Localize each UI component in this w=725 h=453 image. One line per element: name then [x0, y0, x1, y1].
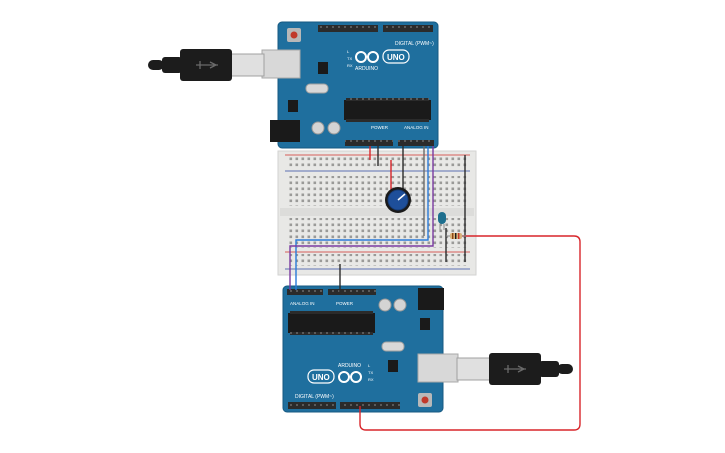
potentiometer[interactable] [385, 187, 411, 213]
wire-blue[interactable] [295, 146, 429, 290]
upper-terminal-holes[interactable] [288, 176, 468, 206]
usb-strain-relief [539, 361, 559, 377]
usb-port [417, 353, 459, 383]
potentiometer-indicator [397, 193, 406, 201]
digital-header[interactable] [318, 25, 378, 32]
capacitor-2 [393, 298, 407, 312]
usb-cord [557, 364, 573, 374]
capacitor-1 [378, 298, 392, 312]
usb-cable-icon [504, 365, 526, 373]
led[interactable] [438, 212, 446, 232]
top-arduino-board[interactable]: DIGITAL (PWM~) UNO ARDUINO TX RX L POWER… [261, 21, 439, 149]
chip-pins-top [290, 311, 373, 314]
bottom-arduino-board[interactable]: ANALOG IN POWER UNO ARDUINO TX RX L DIGI… [282, 285, 459, 413]
capacitor-2 [327, 121, 341, 135]
usb-port [261, 49, 301, 79]
resistor-band-2 [455, 233, 457, 239]
rx-label: RX [347, 63, 353, 68]
usb-cord [148, 60, 164, 70]
rx-label: RX [368, 377, 374, 382]
power-header[interactable] [328, 289, 376, 295]
uno-logo-text: UNO [387, 53, 405, 62]
tx-label: TX [347, 56, 352, 61]
digital-label: DIGITAL (PWM~) [295, 394, 334, 400]
digital-header[interactable] [288, 402, 336, 409]
digital-header-2[interactable] [340, 402, 400, 409]
regulator [420, 318, 430, 330]
arduino-logo [338, 371, 362, 383]
wire-purple[interactable] [289, 146, 434, 290]
usb-cable-top[interactable] [148, 49, 265, 81]
power-label: POWER [371, 125, 389, 130]
digital-header-2[interactable] [383, 25, 433, 32]
analog-header[interactable] [287, 289, 323, 295]
reset-button-cap[interactable] [421, 396, 429, 404]
analog-header[interactable] [398, 140, 434, 146]
atmega-chip [288, 313, 375, 333]
tx-label: TX [368, 370, 373, 375]
small-chip [318, 62, 328, 74]
analog-label: ANALOG IN [404, 125, 429, 130]
chip-pins-bottom [290, 332, 373, 335]
usb-plug-metal [229, 53, 265, 77]
crystal [381, 341, 405, 352]
bottom-rail-holes-1[interactable] [288, 254, 468, 260]
digital-label: DIGITAL (PWM~) [395, 41, 434, 47]
arduino-brand: ARDUINO [338, 363, 361, 369]
reset-button-cap[interactable] [290, 31, 298, 39]
arduino-logo [355, 51, 379, 63]
power-header[interactable] [345, 140, 393, 146]
resistor[interactable] [446, 233, 466, 239]
power-label: POWER [336, 301, 354, 306]
small-chip [388, 360, 398, 372]
analog-label: ANALOG IN [290, 301, 315, 306]
bottom-rail-holes-2[interactable] [288, 260, 468, 266]
led-icon [438, 212, 446, 224]
resistor-band-1 [452, 233, 454, 239]
power-jack [270, 120, 300, 142]
l-label: L [368, 363, 371, 368]
usb-strain-relief [162, 57, 182, 73]
uno-badge [307, 369, 335, 384]
chip-pins-top [346, 98, 429, 101]
center-channel [280, 208, 474, 216]
atmega-chip [344, 100, 431, 120]
usb-cable-bottom[interactable] [456, 353, 573, 385]
chip-pins-bottom [346, 119, 429, 122]
uno-badge [382, 49, 410, 64]
regulator [288, 100, 298, 112]
arduino-brand: ARDUINO [355, 66, 378, 72]
capacitor-1 [311, 121, 325, 135]
wires [289, 146, 581, 431]
wire-red-loop[interactable] [359, 235, 581, 431]
uno-logo-text: UNO [312, 373, 330, 382]
l-label: L [347, 49, 350, 54]
crystal [305, 83, 329, 94]
resistor-band-3 [458, 233, 460, 239]
usb-cable-icon [196, 61, 218, 69]
lower-terminal-holes[interactable] [288, 218, 468, 248]
power-jack [418, 288, 444, 310]
usb-plug-metal [456, 357, 492, 381]
